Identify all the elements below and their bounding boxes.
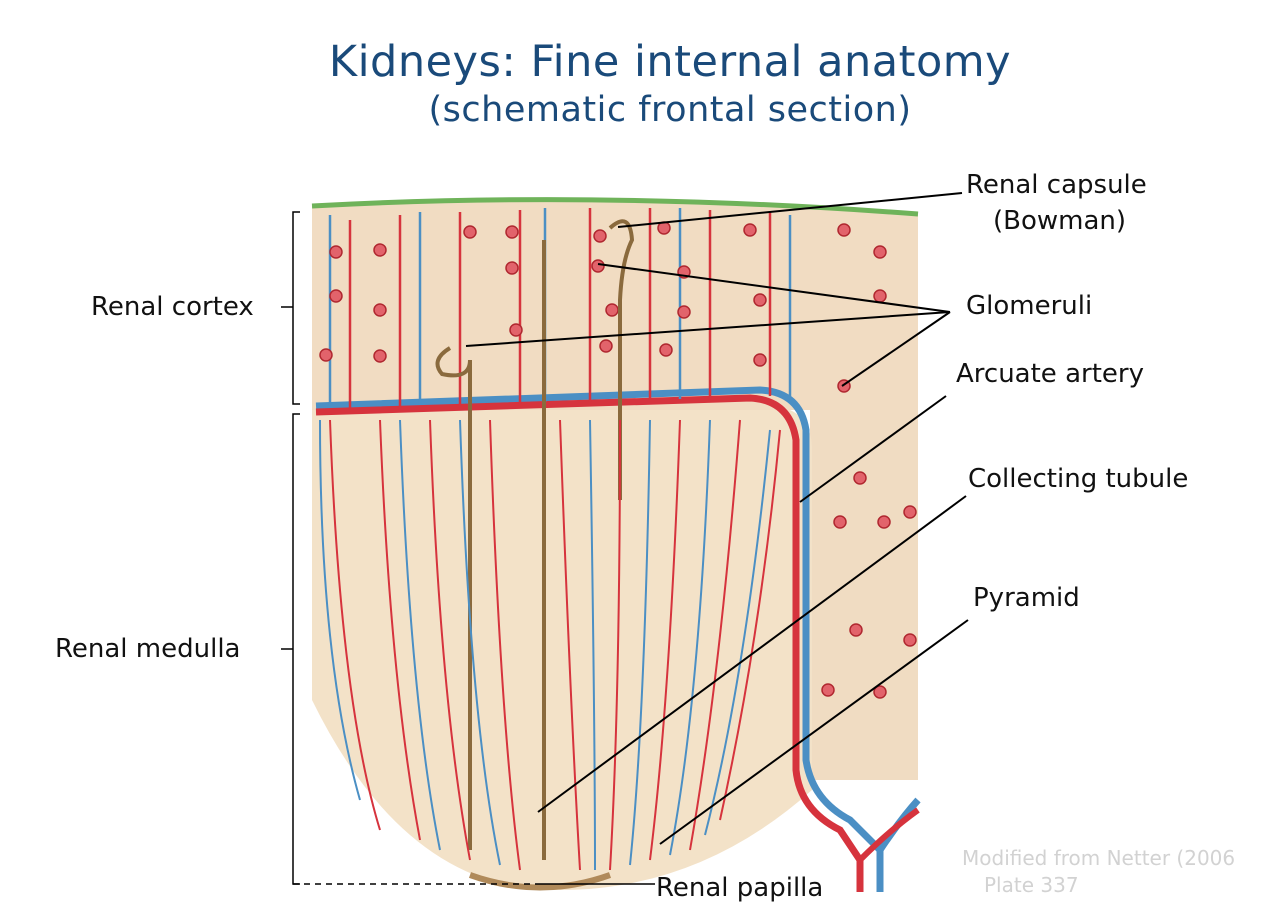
leader-pyramid — [659, 619, 969, 845]
label-renal-medulla: Renal medulla — [55, 634, 241, 664]
label-renal-cortex: Renal cortex — [91, 292, 254, 322]
arcuate-vein — [315, 386, 884, 892]
label-arcuate-artery: Arcuate artery — [956, 359, 1144, 389]
cortex-bracket — [292, 211, 300, 405]
leader-renal-capsule — [617, 192, 963, 228]
leader-collecting-tubule — [537, 495, 967, 813]
cortex-tissue — [312, 199, 918, 781]
leader-glomeruli-2 — [465, 311, 951, 347]
outer-cortex-right — [812, 420, 918, 780]
leader-glomeruli-1 — [597, 263, 951, 313]
label-renal-papilla: Renal papilla — [656, 873, 824, 903]
label-glomeruli: Glomeruli — [966, 291, 1093, 321]
label-collecting-tubule: Collecting tubule — [968, 464, 1189, 494]
medulla-tissue — [312, 410, 812, 890]
credit-line-1: Modified from Netter (2006 — [962, 846, 1236, 870]
arcuate-artery-vessel — [315, 394, 864, 892]
label-pyramid: Pyramid — [973, 583, 1080, 613]
label-renal-capsule: Renal capsule — [966, 170, 1147, 200]
label-renal-capsule-sub: (Bowman) — [993, 206, 1127, 236]
page-title: Kidneys: Fine internal anatomy — [328, 37, 1012, 87]
leader-glomeruli-3 — [841, 311, 951, 387]
papilla-tip — [468, 872, 612, 891]
leader-arcuate-artery — [799, 395, 947, 503]
page-subtitle: (schematic frontal section) — [428, 90, 912, 130]
credit-line-2: Plate 337 — [984, 873, 1079, 897]
capsule-edge — [311, 197, 919, 217]
medulla-bracket — [292, 413, 300, 885]
